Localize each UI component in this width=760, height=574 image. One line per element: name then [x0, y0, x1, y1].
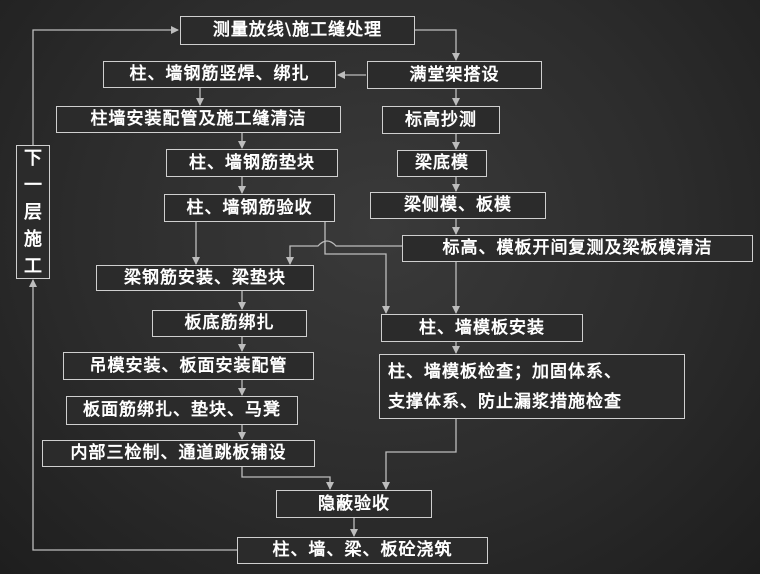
- node-column-wall-form-install: 柱、墙模板安装: [381, 314, 583, 342]
- node-beam-rebar-install: 梁钢筋安装、梁垫块: [96, 265, 314, 291]
- next-floor-char-1: 下: [24, 147, 42, 169]
- arrow-recheck-to-beam-rebar: [286, 240, 402, 265]
- arrow-survey-to-scaffold: [415, 29, 460, 61]
- node-slab-bottom-rebar: 板底筋绑扎: [152, 310, 307, 337]
- node-survey: 测量放线\施工缝处理: [180, 16, 415, 45]
- node-beam-side-slab-form: 梁侧模、板模: [370, 192, 546, 219]
- next-floor-char-5: 工: [24, 255, 42, 277]
- node-elevation-copy: 标高抄测: [382, 106, 500, 134]
- form-inspection-line-2: 支撑体系、防止漏浆措施检查: [388, 391, 622, 412]
- node-slab-top-rebar: 板面筋绑扎、垫块、马凳: [66, 396, 298, 425]
- node-hanging-form-piping: 吊模安装、板面安装配管: [63, 352, 314, 380]
- node-full-scaffold: 满堂架搭设: [367, 61, 542, 89]
- node-elevation-recheck-clean: 标高、模板开间复测及梁板模清洁: [402, 235, 753, 262]
- next-floor-char-3: 层: [24, 201, 42, 223]
- node-column-wall-rebar-inspect: 柱、墙钢筋验收: [164, 194, 335, 222]
- next-floor-char-4: 施: [24, 228, 42, 250]
- node-next-floor: 下 一 层 施 工: [16, 145, 50, 279]
- node-concealed-acceptance: 隐蔽验收: [276, 490, 432, 518]
- node-piping-joint-clean: 柱墙安装配管及施工缝清洁: [56, 106, 341, 133]
- node-beam-bottom-form: 梁底模: [397, 150, 487, 177]
- arrow-pouring-to-next-floor: [29, 279, 237, 551]
- arrow-next-floor-to-survey: [32, 26, 179, 145]
- arrow-inspect-to-form-install: [324, 222, 390, 314]
- node-concrete-pouring: 柱、墙、梁、板砼浇筑: [237, 537, 488, 564]
- node-column-wall-rebar-weld: 柱、墙钢筋竖焊、绑扎: [103, 61, 336, 88]
- node-form-inspection: 柱、墙模板检查；加固体系、 支撑体系、防止漏浆措施检查: [379, 354, 685, 419]
- node-column-wall-rebar-block: 柱、墙钢筋垫块: [166, 149, 338, 177]
- form-inspection-line-1: 柱、墙模板检查；加固体系、: [388, 361, 622, 382]
- arrow-internal-to-concealed: [241, 467, 334, 490]
- arrow-inspection-to-concealed: [382, 419, 457, 490]
- node-internal-inspection: 内部三检制、通道跳板铺设: [42, 440, 315, 467]
- next-floor-char-2: 一: [24, 174, 42, 196]
